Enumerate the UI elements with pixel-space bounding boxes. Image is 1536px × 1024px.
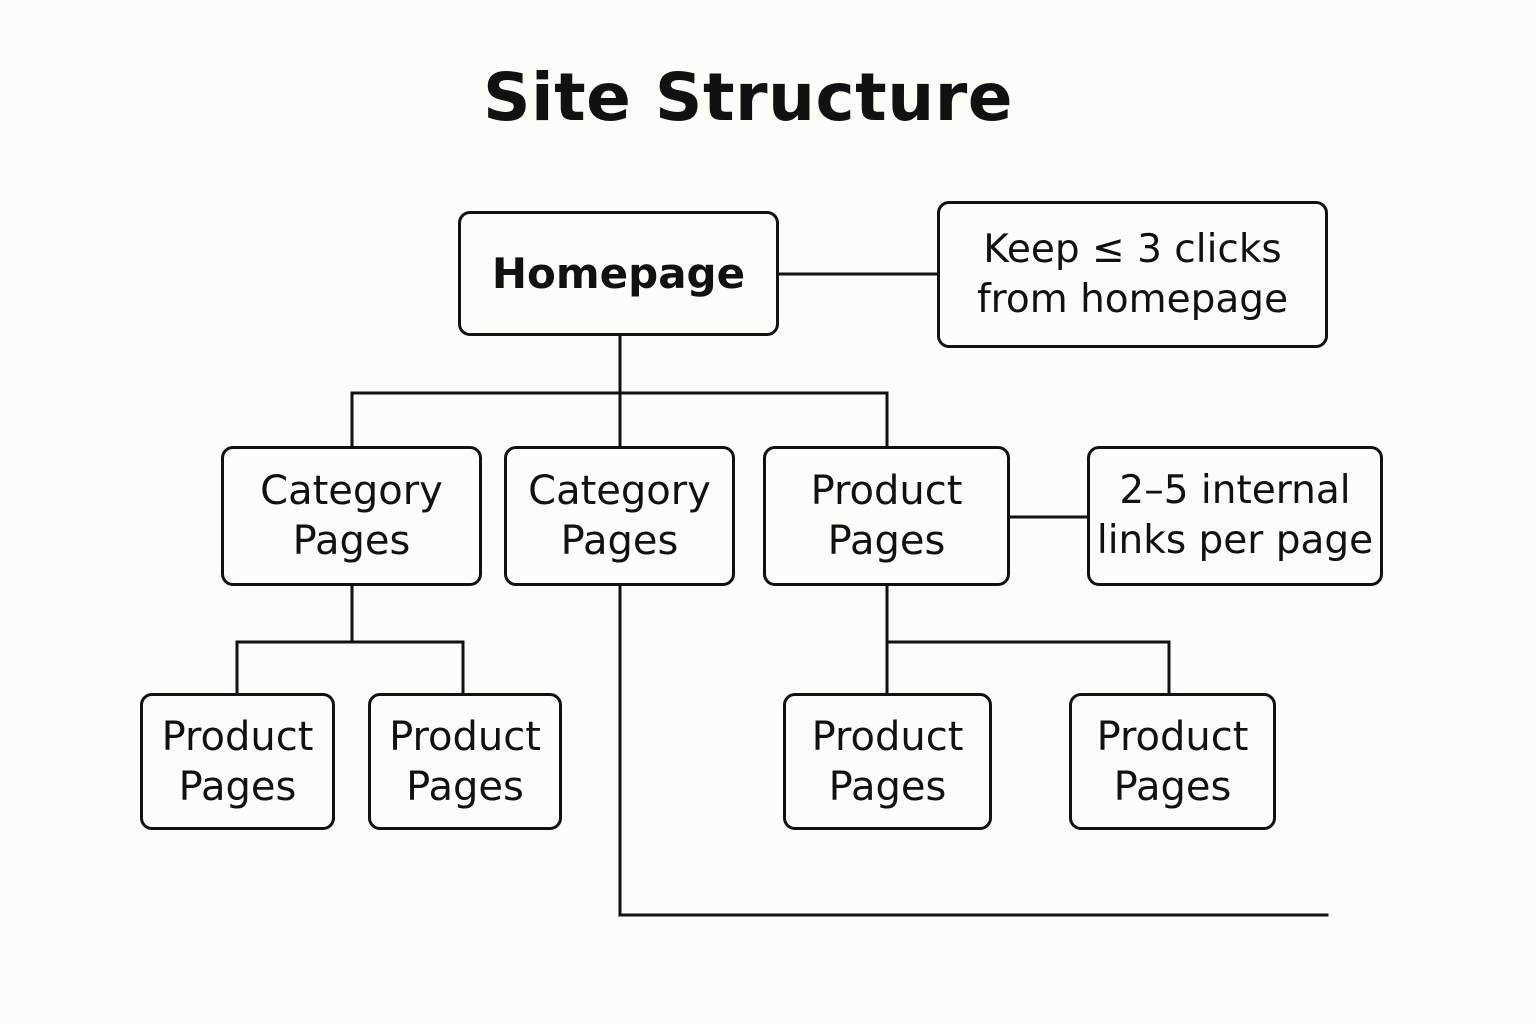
- category-middle-node: Category Pages: [504, 446, 735, 586]
- links-note-line-1: 2–5 internal: [1119, 468, 1351, 513]
- product-1-line-2: Pages: [178, 763, 297, 810]
- product-3-line-1: Product: [811, 713, 964, 760]
- category-middle-line-2: Pages: [560, 518, 679, 564]
- connector-category-middle-long: [618, 584, 1329, 917]
- clicks-note-line-2: from homepage: [976, 276, 1289, 322]
- product-4-line-2: Pages: [1113, 763, 1232, 810]
- clicks-note-line-1: Keep ≤ 3 clicks: [983, 226, 1282, 272]
- category-left-node: Category Pages: [221, 446, 482, 586]
- product-mid-line-1: Product: [810, 468, 963, 514]
- product-4-line-1: Product: [1096, 713, 1249, 760]
- product-mid-line-2: Pages: [827, 518, 946, 564]
- links-note-line-2: links per page: [1096, 518, 1374, 563]
- diagram-title: Site Structure: [482, 59, 1014, 136]
- category-left-line-2: Pages: [292, 518, 411, 564]
- category-middle-line-1: Category: [528, 468, 711, 514]
- product-1-line-1: Product: [161, 713, 314, 760]
- product-node-3: Product Pages: [783, 693, 992, 830]
- product-node-4: Product Pages: [1069, 693, 1276, 830]
- product-node-1: Product Pages: [140, 693, 335, 830]
- product-2-line-2: Pages: [406, 763, 524, 810]
- links-note-node: 2–5 internal links per page: [1087, 446, 1383, 586]
- product-mid-node: Product Pages: [763, 446, 1010, 586]
- product-node-2: Product Pages: [368, 693, 562, 830]
- homepage-node: Homepage: [458, 211, 779, 336]
- product-3-line-2: Pages: [828, 763, 947, 810]
- homepage-label: Homepage: [491, 248, 746, 298]
- product-2-line-1: Product: [389, 713, 541, 760]
- category-left-line-1: Category: [260, 468, 443, 514]
- clicks-note-node: Keep ≤ 3 clicks from homepage: [937, 201, 1328, 348]
